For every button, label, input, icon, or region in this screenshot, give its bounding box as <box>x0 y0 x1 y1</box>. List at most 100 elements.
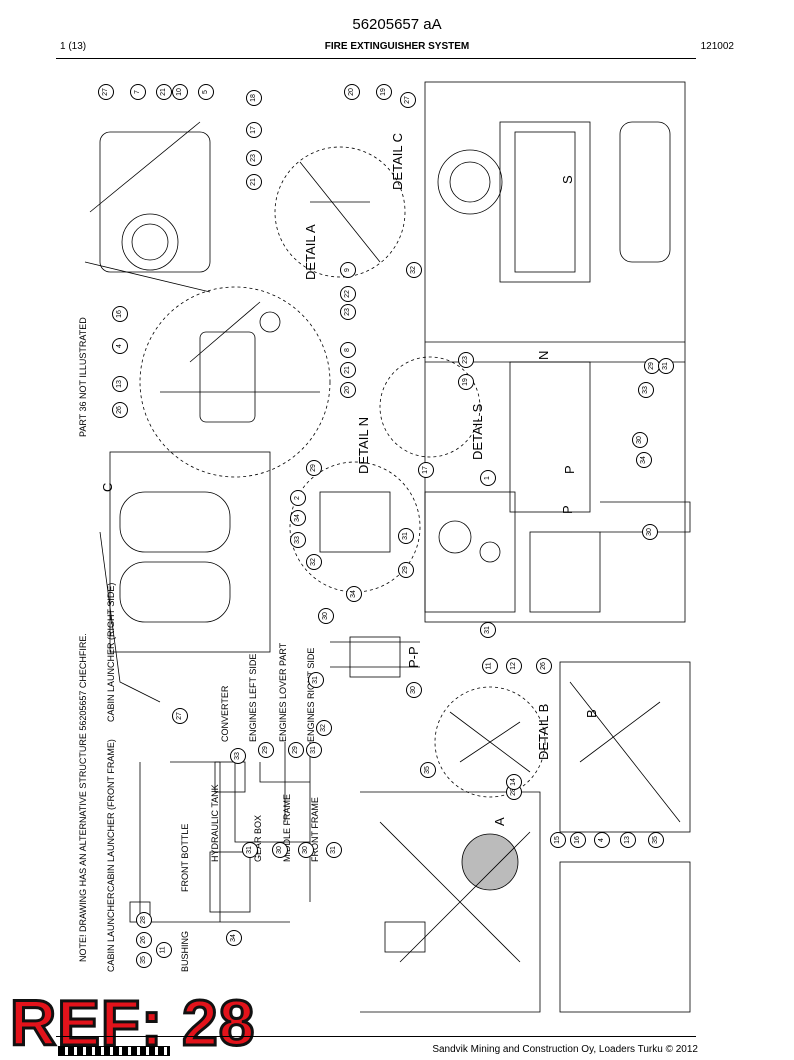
detail-n-label: DETAIL N <box>356 416 371 474</box>
view-letter-s: S <box>560 175 575 184</box>
callout-bubble: 17 <box>246 122 262 138</box>
callout-bubble: 9 <box>340 262 356 278</box>
label-front-bottle: FRONT BOTTLE <box>180 823 190 892</box>
callout-bubble: 16 <box>112 306 128 322</box>
callout-bubble: 31 <box>658 358 674 374</box>
callout-bubble: 20 <box>344 84 360 100</box>
detail-s-label: DETAIL S <box>470 403 485 460</box>
footer-copyright: Sandvik Mining and Construction Oy, Load… <box>432 1044 698 1055</box>
label-bushing: BUSHING <box>180 930 190 972</box>
callout-bubble: 32 <box>316 720 332 736</box>
drawing-linework <box>84 81 691 1013</box>
note-alternative-structure: NOTE! DRAWING HAS AN ALTERNATIVE STRUCTU… <box>78 633 88 962</box>
callout-bubble: 21 <box>340 362 356 378</box>
callout-bubble: 34 <box>226 930 242 946</box>
callout-bubble: 34 <box>290 510 306 526</box>
callout-bubble: 34 <box>346 586 362 602</box>
callout-bubble: 32 <box>406 262 422 278</box>
detail-pp-label: P-P <box>406 646 421 668</box>
callout-bubble: 26 <box>136 932 152 948</box>
callout-bubble: 35 <box>420 762 436 778</box>
technical-drawing: NOTE! DRAWING HAS AN ALTERNATIVE STRUCTU… <box>60 62 700 1030</box>
label-cabin-launcher: CABIN LAUNCHER <box>106 892 116 972</box>
date-code: 121002 <box>700 41 734 52</box>
callout-bubble: 31 <box>326 842 342 858</box>
callout-bubble: 34 <box>636 452 652 468</box>
document-number: 56205657 aA <box>352 16 442 33</box>
label-cabin-launcher-front: CABIN LAUNCHER (FRONT FRAME) <box>106 739 116 892</box>
callout-bubble: 17 <box>418 462 434 478</box>
callout-bubble: 21 <box>156 84 172 100</box>
callout-bubble: 27 <box>172 708 188 724</box>
callout-bubble: 30 <box>632 432 648 448</box>
callout-bubble: 27 <box>400 92 416 108</box>
callout-bubble: 33 <box>638 382 654 398</box>
callout-bubble: 15 <box>550 832 566 848</box>
callout-bubble: 23 <box>246 150 262 166</box>
callout-bubble: 35 <box>648 832 664 848</box>
callout-bubble: 8 <box>340 342 356 358</box>
callout-bubble: 30 <box>298 842 314 858</box>
header-row: 1 (13) FIRE EXTINGUISHER SYSTEM 121002 <box>60 41 734 55</box>
callout-bubble: 33 <box>230 748 246 764</box>
callout-bubble: 30 <box>318 608 334 624</box>
callout-bubble: 30 <box>642 524 658 540</box>
label-engines-left: ENGINES LEFT SIDE <box>248 653 258 742</box>
callout-bubble: 13 <box>112 376 128 392</box>
callout-bubble: 10 <box>172 84 188 100</box>
view-letter-a: A <box>492 817 507 826</box>
view-letter-p-top: P <box>562 465 577 474</box>
callout-bubble: 32 <box>306 554 322 570</box>
callout-bubble: 31 <box>308 672 324 688</box>
page-indicator: 1 (13) <box>60 41 87 52</box>
callout-bubble: 13 <box>620 832 636 848</box>
callout-bubble: 26 <box>112 402 128 418</box>
label-converter: CONVERTER <box>220 685 230 742</box>
note-part-not-illustrated: PART 36 NOT ILLUSTRATED <box>78 317 88 437</box>
callout-bubble: 19 <box>458 374 474 390</box>
callout-bubble: 26 <box>536 658 552 674</box>
view-letter-c: C <box>100 482 115 492</box>
callout-bubble: 29 <box>398 562 414 578</box>
callout-bubble: 20 <box>340 382 356 398</box>
callout-bubble: 2 <box>290 490 306 506</box>
callout-bubble: 28 <box>136 912 152 928</box>
callout-bubble: 1 <box>480 470 496 486</box>
callout-bubble: 31 <box>480 622 496 638</box>
callout-bubble: 19 <box>376 84 392 100</box>
callout-bubble: 31 <box>398 528 414 544</box>
callout-bubble: 23 <box>340 304 356 320</box>
callout-bubble: 27 <box>98 84 114 100</box>
callout-bubble: 11 <box>156 942 172 958</box>
view-letter-p-bottom: P <box>560 505 575 514</box>
callout-bubble: 5 <box>198 84 214 100</box>
callout-bubble: 21 <box>246 174 262 190</box>
detail-a-label: DETAIL A <box>303 224 318 280</box>
callout-bubble: 30 <box>406 682 422 698</box>
callout-bubble: 16 <box>570 832 586 848</box>
callout-bubble: 12 <box>506 658 522 674</box>
view-letter-b: B <box>584 709 599 718</box>
detail-b-label: DETAIL B <box>536 703 551 760</box>
header-divider <box>56 58 696 59</box>
label-engines-right: ENGINES RIGHT SIDE <box>306 647 316 742</box>
callout-bubble: 4 <box>112 338 128 354</box>
callout-bubble: 18 <box>246 90 262 106</box>
callout-bubble: 7 <box>130 84 146 100</box>
callout-bubble: 31 <box>306 742 322 758</box>
callout-bubble: 35 <box>136 952 152 968</box>
callout-bubble: 22 <box>340 286 356 302</box>
callout-bubble: 11 <box>482 658 498 674</box>
callout-bubble: 14 <box>506 774 522 790</box>
callout-bubble: 29 <box>288 742 304 758</box>
label-cabin-launcher-right: CABIN LAUNCHER (RIGHT SIDE) <box>106 582 116 722</box>
callout-bubble: 29 <box>258 742 274 758</box>
view-letter-n: N <box>536 350 551 360</box>
callout-bubble: 31 <box>242 842 258 858</box>
label-hydraulic-tank: HYDRAULIC TANK <box>210 784 220 862</box>
footer-divider <box>56 1036 696 1037</box>
callout-bubble: 33 <box>290 532 306 548</box>
page-title: FIRE EXTINGUISHER SYSTEM <box>324 41 470 52</box>
callout-bubble: 30 <box>272 842 288 858</box>
callout-bubble: 23 <box>458 352 474 368</box>
